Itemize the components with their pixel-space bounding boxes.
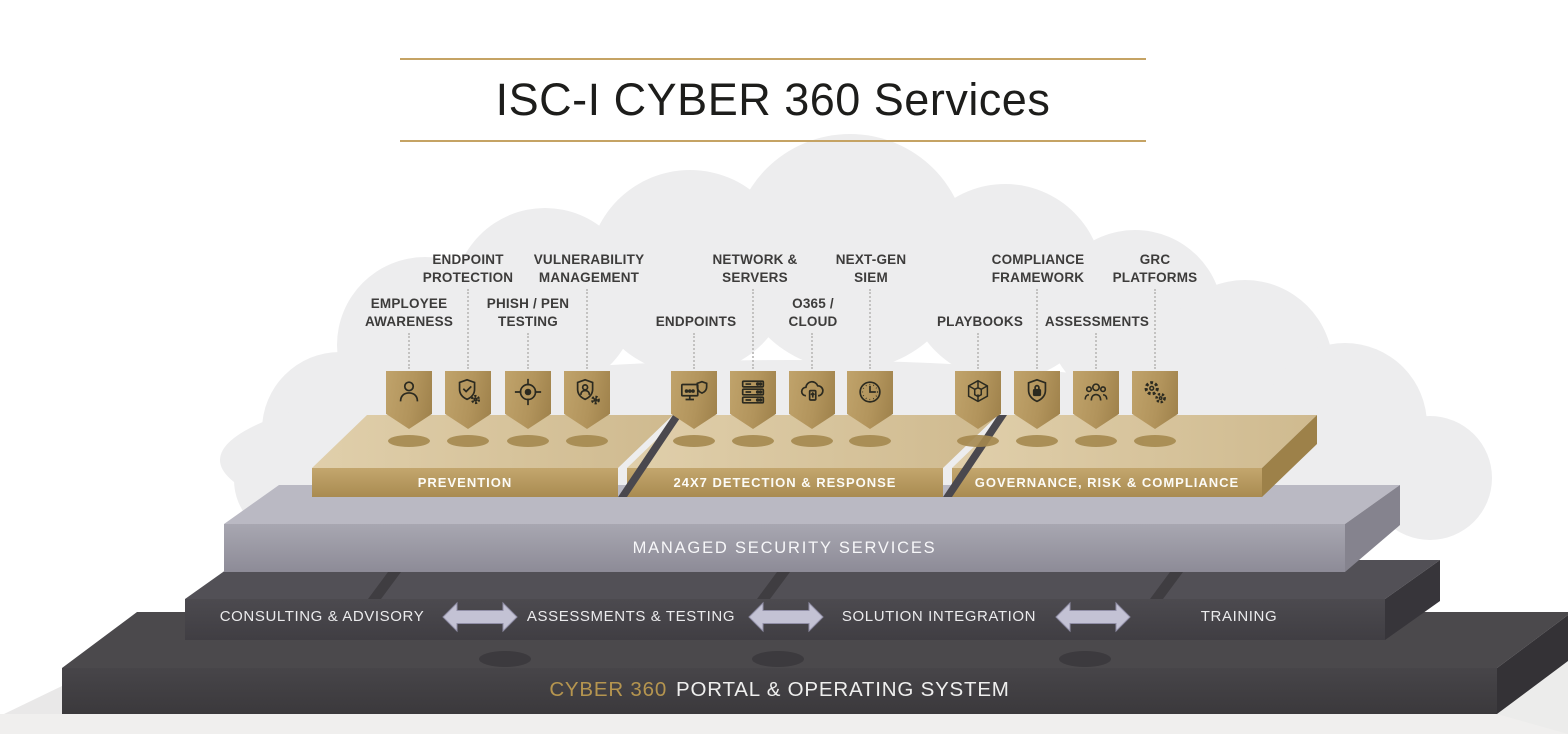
prevention-slab bbox=[312, 415, 673, 497]
leader-line bbox=[1095, 333, 1097, 369]
label-employee-awareness: EMPLOYEE AWARENESS bbox=[364, 296, 454, 329]
ground-shadow bbox=[0, 660, 1568, 734]
grc-band-label: GOVERNANCE, RISK & COMPLIANCE bbox=[974, 475, 1240, 490]
double-arrow-icons bbox=[442, 601, 1131, 633]
label-compliance-framework: COMPLIANCE FRAMEWORK bbox=[991, 252, 1085, 285]
leader-line bbox=[752, 289, 754, 369]
gears-icon bbox=[1144, 381, 1166, 404]
consulting-advisory-label: CONSULTING & ADVISORY bbox=[219, 608, 425, 625]
title-rule-bottom bbox=[400, 140, 1146, 142]
managed-slab bbox=[224, 485, 1400, 572]
leader-line bbox=[467, 289, 469, 369]
label-vulnerability-management: VULNERABILITY MANAGEMENT bbox=[533, 252, 645, 285]
shield-lock-icon bbox=[1027, 378, 1047, 403]
leader-line bbox=[1154, 289, 1156, 369]
badge-slots bbox=[388, 435, 1176, 447]
leader-line bbox=[408, 333, 410, 369]
shield-person-gear-icon bbox=[576, 378, 600, 405]
detection-band-label: 24X7 DETECTION & RESPONSE bbox=[673, 475, 897, 490]
label-grc-platforms: GRC PLATFORMS bbox=[1112, 252, 1198, 285]
label-endpoints: ENDPOINTS bbox=[655, 314, 737, 329]
double-arrow-icon bbox=[748, 601, 824, 633]
badge-next-gen-siem bbox=[847, 371, 893, 429]
server-stack-icon bbox=[741, 380, 765, 404]
leader-line bbox=[1036, 289, 1038, 369]
person-icon bbox=[399, 381, 419, 402]
cube-wireframe-icon bbox=[967, 379, 989, 403]
portal-os-text: PORTAL & OPERATING SYSTEM bbox=[676, 678, 1010, 701]
title-rule-top bbox=[400, 58, 1146, 60]
managed-security-label: MANAGED SECURITY SERVICES bbox=[632, 539, 937, 557]
cyber360-brand: CYBER 360 bbox=[549, 678, 668, 701]
label-phish-pen-testing: PHISH / PEN TESTING bbox=[486, 296, 570, 329]
leader-line bbox=[869, 289, 871, 369]
page-title: ISC-I CYBER 360 Services bbox=[495, 74, 1051, 125]
double-arrow-icon bbox=[1055, 601, 1131, 633]
assessments-testing-label: ASSESSMENTS & TESTING bbox=[526, 608, 736, 625]
monitor-shield-icon bbox=[680, 380, 708, 401]
leader-line bbox=[527, 333, 529, 369]
leader-line bbox=[811, 333, 813, 369]
label-next-gen-siem: NEXT-GEN SIEM bbox=[835, 252, 907, 285]
cloud-upload-icon bbox=[800, 380, 824, 401]
solution-integration-label: SOLUTION INTEGRATION bbox=[841, 608, 1037, 625]
shield-check-gear-icon bbox=[458, 378, 481, 405]
leader-line bbox=[693, 333, 695, 369]
portal-os-label: CYBER 360 PORTAL & OPERATING SYSTEM bbox=[62, 678, 1497, 702]
platform-gaps bbox=[618, 415, 1007, 497]
label-playbooks: PLAYBOOKS bbox=[936, 314, 1024, 329]
clock-icon bbox=[859, 381, 881, 403]
prevention-band-label: PREVENTION bbox=[417, 475, 513, 490]
label-o365-cloud: O365 / CLOUD bbox=[788, 296, 838, 329]
leader-line bbox=[586, 289, 588, 369]
target-crosshair-icon bbox=[514, 378, 542, 406]
label-network-servers: NETWORK & SERVERS bbox=[712, 252, 798, 285]
leader-line bbox=[977, 333, 979, 369]
training-label: TRAINING bbox=[1200, 608, 1278, 625]
label-endpoint-protection: ENDPOINT PROTECTION bbox=[422, 252, 514, 285]
label-assessments: ASSESSMENTS bbox=[1044, 314, 1150, 329]
double-arrow-icon bbox=[442, 601, 518, 633]
people-group-icon bbox=[1084, 383, 1108, 401]
